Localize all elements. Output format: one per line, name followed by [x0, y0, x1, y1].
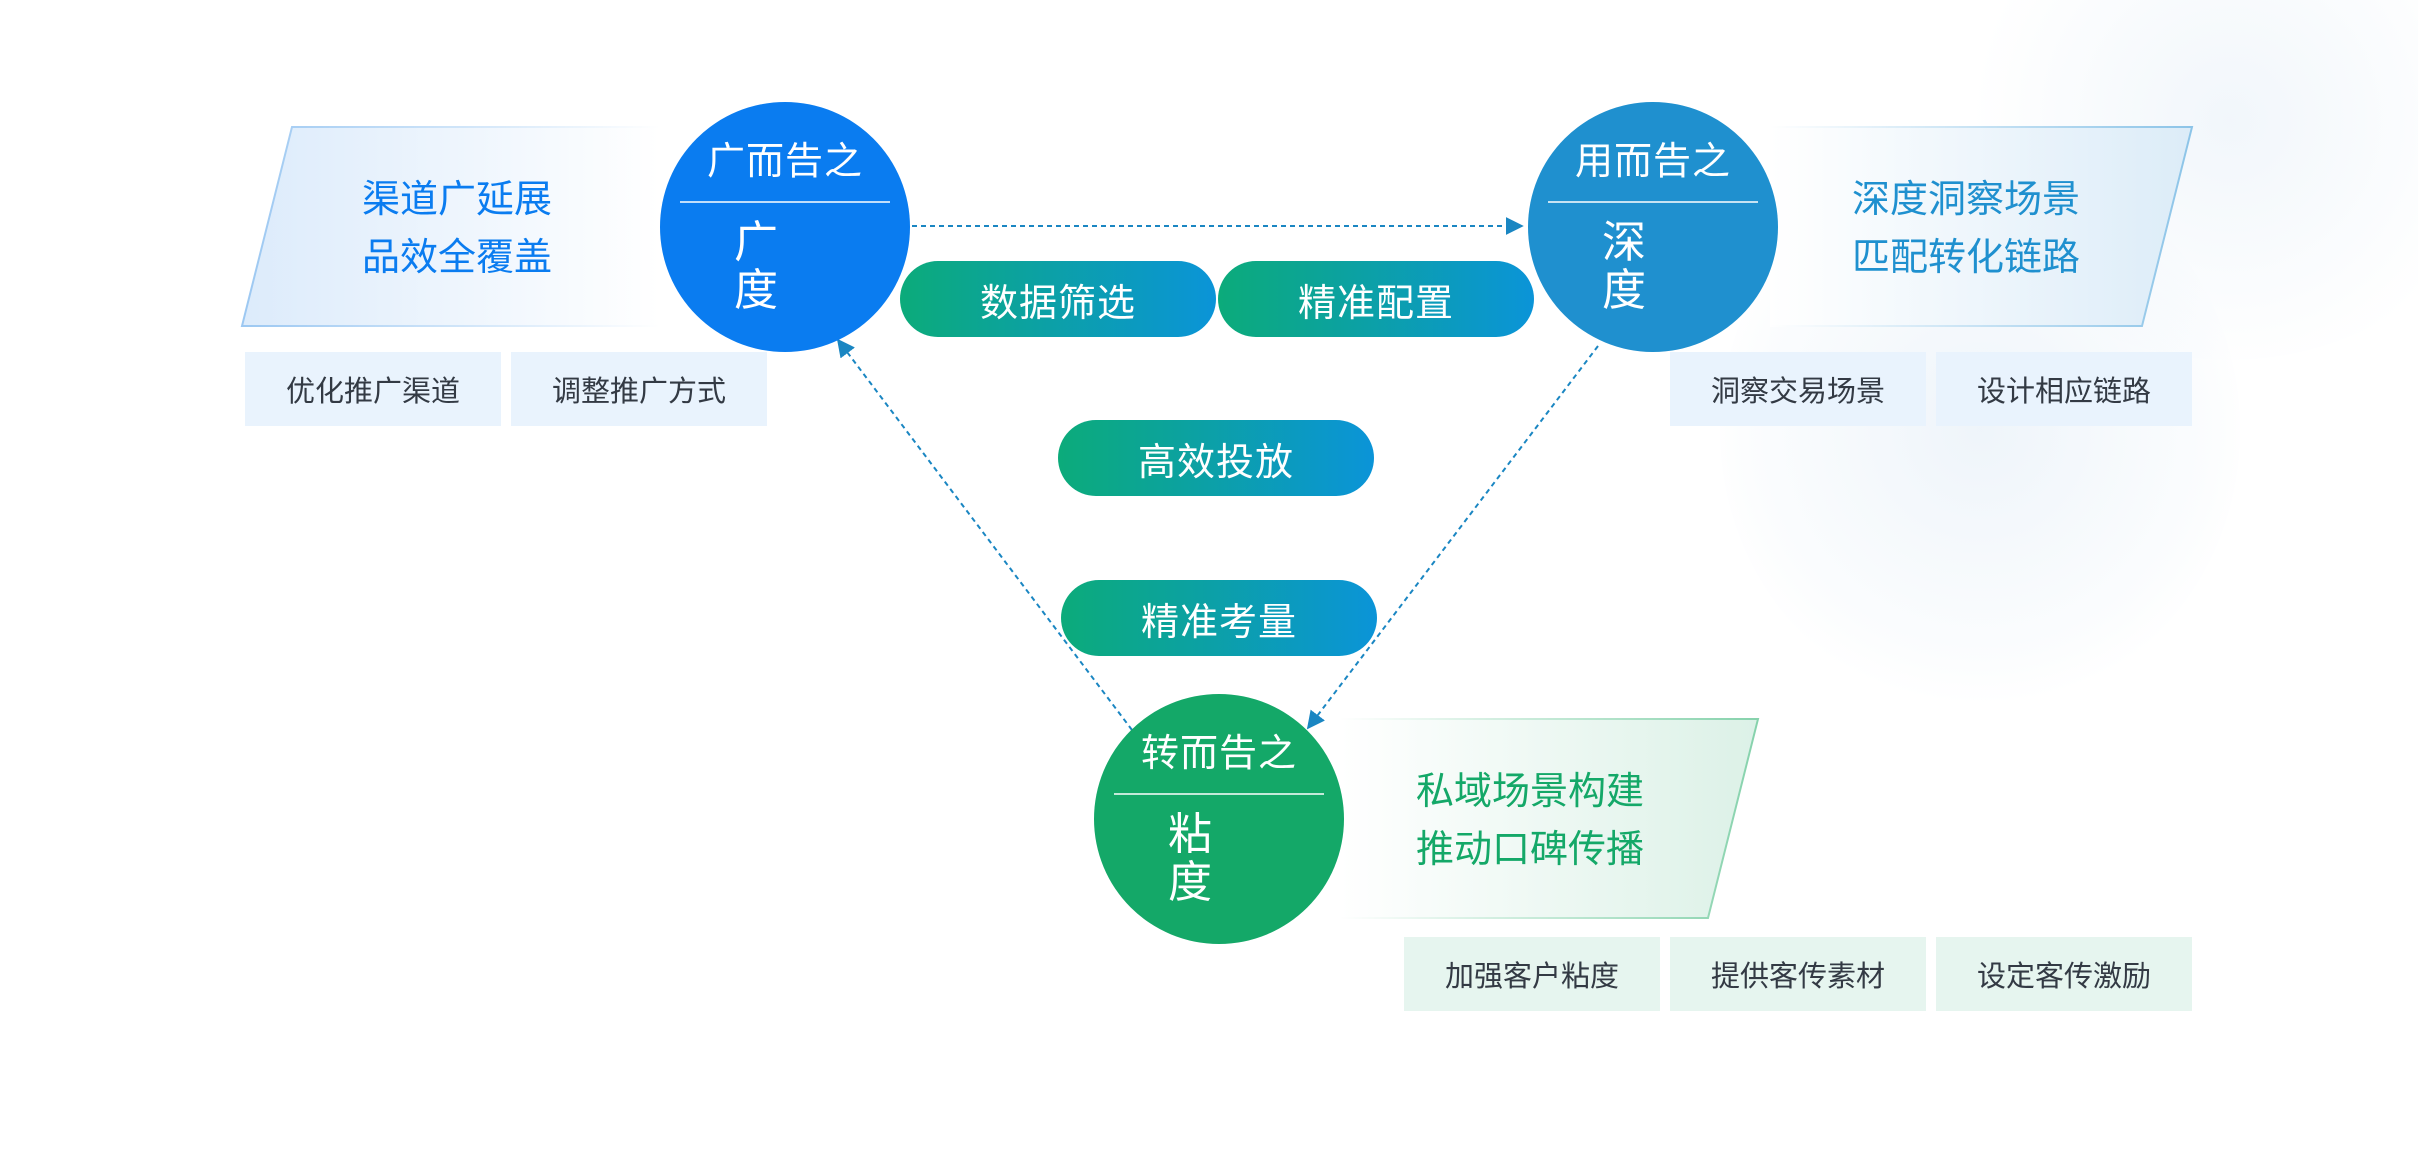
pill-precise-config: 精准配置 [1218, 261, 1534, 337]
stickiness-slogan-line-1: 私域场景构建 [1416, 769, 1645, 813]
depth-slogan-line-2: 匹配转化链路 [1852, 235, 2081, 279]
breadth-slogan: 渠道广延展 品效全覆盖 [362, 170, 552, 286]
circle-divider [1548, 201, 1758, 203]
tag-depth-1: 洞察交易场景 [1670, 352, 1926, 426]
tag-stickiness-1: 加强客户粘度 [1404, 937, 1660, 1011]
tag-breadth-2: 调整推广方式 [511, 352, 767, 426]
arrow-stickiness-to-breadth [836, 338, 1133, 731]
pill-precise-measure: 精准考量 [1061, 580, 1377, 656]
circle-divider [1114, 793, 1324, 795]
stickiness-banner [1340, 718, 1760, 920]
depth-circle-label: 深度 [1602, 216, 1720, 316]
tag-breadth-1: 优化推广渠道 [245, 352, 501, 426]
stickiness-circle-title: 转而告之 [1140, 731, 1297, 776]
circle-divider [680, 201, 890, 203]
tag-stickiness-3: 设定客传激励 [1936, 937, 2192, 1011]
depth-slogan-line-1: 深度洞察场景 [1852, 177, 2081, 221]
breadth-circle-label: 广度 [734, 216, 852, 316]
arrow-depth-to-stickiness [1306, 345, 1599, 730]
depth-circle: 用而告之 深度 [1528, 102, 1778, 352]
depth-slogan: 深度洞察场景 匹配转化链路 [1852, 170, 2080, 286]
breadth-circle: 广而告之 广度 [660, 102, 910, 352]
stickiness-circle: 转而告之 粘度 [1094, 694, 1344, 944]
pill-efficient-delivery: 高效投放 [1058, 420, 1374, 496]
pill-data-filtering: 数据筛选 [900, 261, 1216, 337]
depth-banner [1770, 126, 2194, 328]
stickiness-circle-label: 粘度 [1168, 808, 1286, 908]
stickiness-slogan: 私域场景构建 推动口碑传播 [1416, 762, 1644, 878]
breadth-slogan-line-2: 品效全覆盖 [362, 235, 553, 279]
breadth-circle-title: 广而告之 [706, 139, 863, 184]
depth-circle-title: 用而告之 [1574, 139, 1731, 184]
stickiness-slogan-line-2: 推动口碑传播 [1416, 827, 1645, 871]
breadth-banner [240, 126, 660, 328]
tag-stickiness-2: 提供客传素材 [1670, 937, 1926, 1011]
tag-depth-2: 设计相应链路 [1936, 352, 2192, 426]
breadth-slogan-line-1: 渠道广延展 [362, 177, 553, 221]
